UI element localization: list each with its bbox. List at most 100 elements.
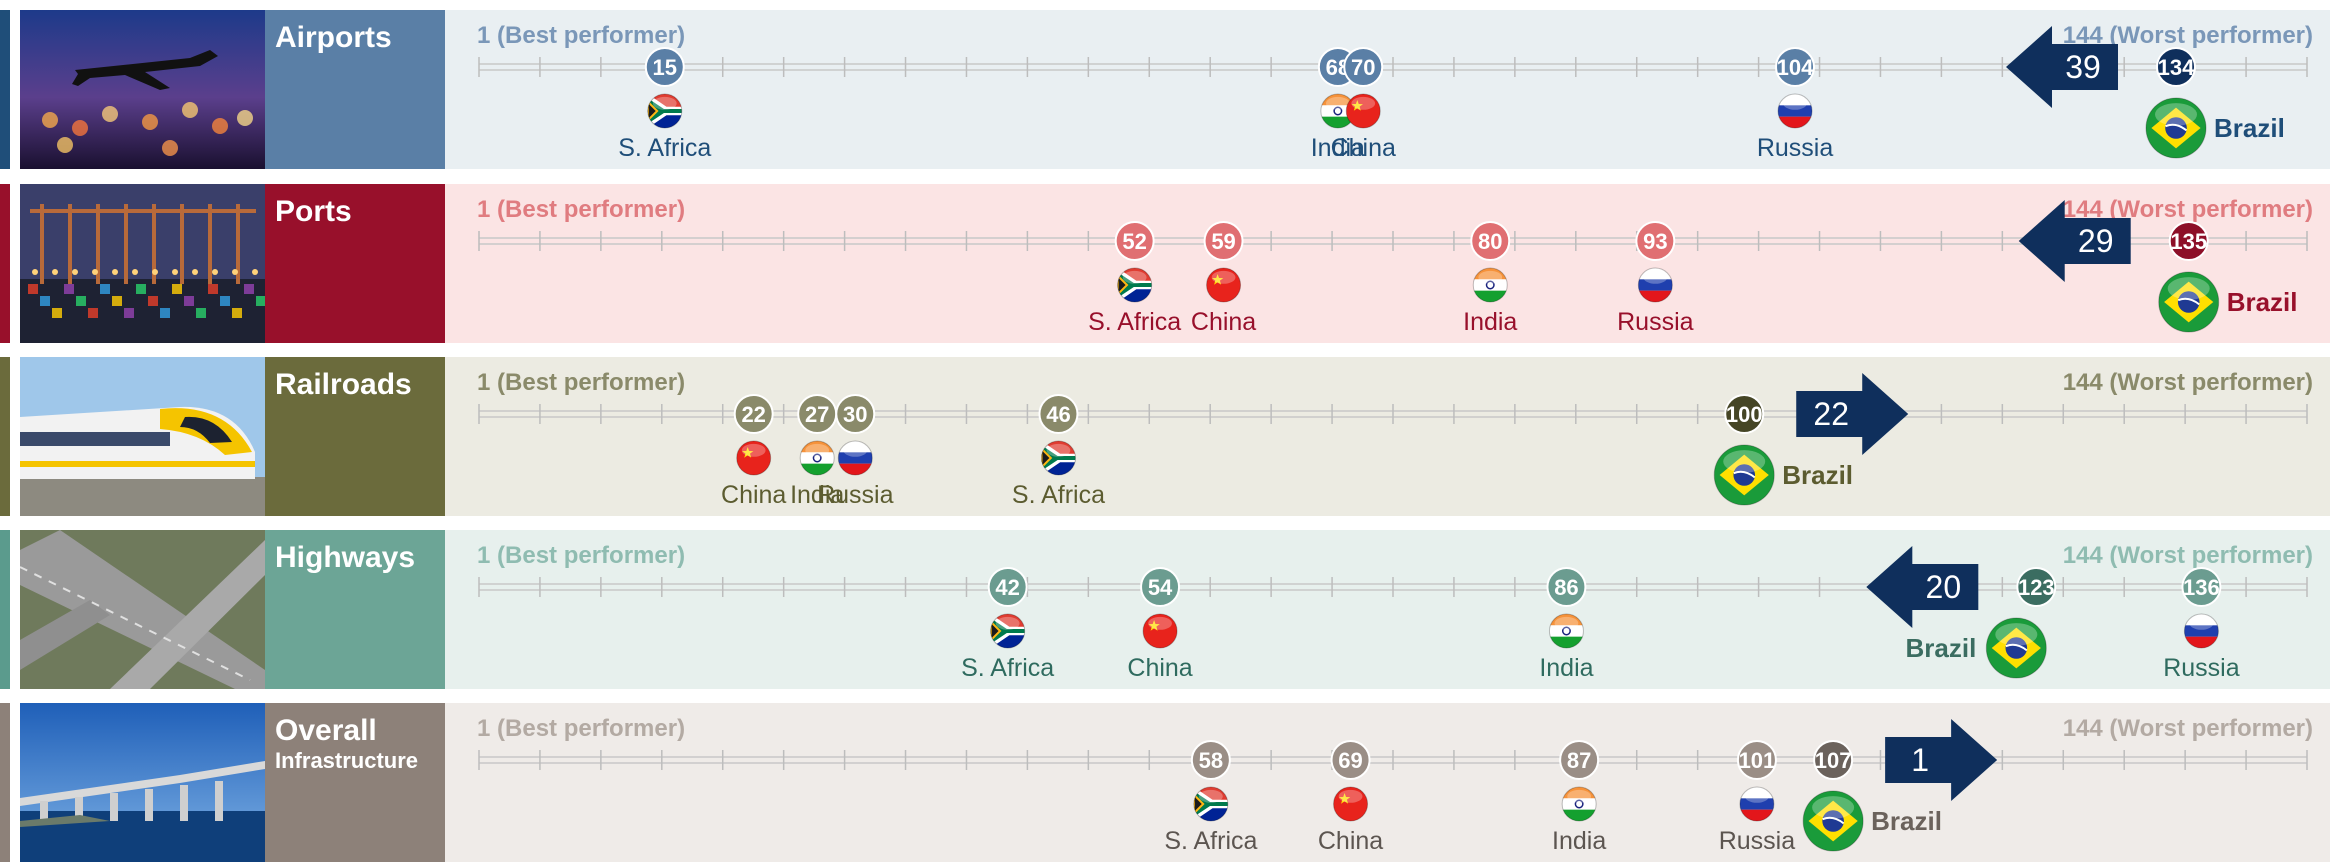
brazil-flag-icon bbox=[2158, 271, 2220, 333]
ranking-panel: 1 (Best performer) 144 (Worst performer) 2… bbox=[445, 357, 2330, 516]
axis-min-label: 1 (Best performer) bbox=[477, 22, 685, 49]
category-title: Overall bbox=[275, 714, 377, 747]
china-flag-icon bbox=[1206, 267, 1242, 303]
russia-flag-icon bbox=[1739, 786, 1775, 822]
rank-bubble-s-africa bbox=[987, 567, 1028, 607]
rank-bubble-russia bbox=[1775, 47, 1816, 87]
s-africa-flag-icon bbox=[1117, 267, 1153, 303]
india-flag-icon bbox=[1561, 786, 1597, 822]
rank-bubble-s-africa bbox=[644, 47, 685, 87]
russia-flag-icon bbox=[2183, 613, 2219, 649]
rank-bubble-india bbox=[1546, 567, 1587, 607]
rank-bubble-brazil bbox=[1724, 394, 1765, 434]
rank-change-value: 1 bbox=[1911, 742, 1929, 778]
country-name-russia: Russia bbox=[817, 481, 894, 509]
rank-bubble-s-africa bbox=[1038, 394, 1079, 434]
rank-change-value: 22 bbox=[1813, 396, 1849, 432]
russia-flag-icon bbox=[837, 440, 873, 476]
rank-bubble-china bbox=[1203, 221, 1244, 261]
india-flag-icon bbox=[1320, 93, 1356, 129]
rank-value-brazil: 123 bbox=[2018, 575, 2055, 600]
rank-value-s-africa: 46 bbox=[1046, 402, 1070, 427]
rank-bubble-brazil bbox=[2168, 221, 2209, 261]
country-name-india: India bbox=[1552, 827, 1606, 855]
india-flag-icon bbox=[1548, 613, 1584, 649]
country-name-russia: Russia bbox=[1617, 308, 1694, 336]
row-accent-bar bbox=[0, 530, 10, 689]
row-photo-port bbox=[20, 184, 265, 343]
country-name-china: China bbox=[1127, 654, 1192, 682]
rank-value-china: 54 bbox=[1148, 575, 1173, 600]
rank-bubble-china bbox=[1343, 47, 1384, 87]
s-africa-flag-icon bbox=[1193, 786, 1229, 822]
rank-bubble-china bbox=[1330, 740, 1371, 780]
india-flag-icon bbox=[799, 440, 835, 476]
rank-value-s-africa: 42 bbox=[995, 575, 1019, 600]
country-name-russia: Russia bbox=[1719, 827, 1796, 855]
row-accent-bar bbox=[0, 357, 10, 516]
ranking-axis-svg: 1 (Best performer)144 (Worst performer)2… bbox=[477, 196, 2313, 336]
ranking-axis-svg: 1 (Best performer)144 (Worst performer)3… bbox=[477, 22, 2313, 162]
row-photo-airport bbox=[20, 10, 265, 169]
row-accent-bar bbox=[0, 703, 10, 862]
rank-value-russia: 93 bbox=[1643, 229, 1667, 254]
rank-bubble-india bbox=[1470, 221, 1511, 261]
s-africa-flag-icon bbox=[1040, 440, 1076, 476]
rank-bubble-brazil bbox=[2016, 567, 2057, 607]
ranking-panel: 1 (Best performer)144 (Worst performer)2… bbox=[445, 184, 2330, 343]
rank-value-brazil: 100 bbox=[1726, 402, 1763, 427]
country-name-india: India bbox=[1311, 134, 1365, 162]
rank-value-china: 59 bbox=[1211, 229, 1235, 254]
rank-change-arrow bbox=[2006, 26, 2119, 108]
rank-change-value: 20 bbox=[1926, 569, 1962, 605]
row-accent-bar bbox=[0, 10, 10, 169]
rank-bubble-china bbox=[1140, 567, 1181, 607]
rank-value-india: 86 bbox=[1554, 575, 1578, 600]
brazil-flag-icon bbox=[1802, 790, 1864, 852]
rank-bubble-russia bbox=[1635, 221, 1676, 261]
country-name-s-africa: S. Africa bbox=[618, 134, 711, 162]
rank-value-s-africa: 58 bbox=[1199, 748, 1223, 773]
china-flag-icon bbox=[736, 440, 772, 476]
axis-max-label: 144 (Worst performer) bbox=[2063, 369, 2313, 396]
axis-min-label: 1 (Best performer) bbox=[477, 542, 685, 569]
row-photo-train bbox=[20, 357, 265, 516]
brazil-flag-icon bbox=[1713, 444, 1775, 506]
brazil-flag-icon bbox=[1985, 617, 2047, 679]
china-flag-icon bbox=[1345, 93, 1381, 129]
country-name-brazil: Brazil bbox=[1782, 460, 1853, 490]
country-name-russia: Russia bbox=[1757, 134, 1834, 162]
country-name-india: India bbox=[1463, 308, 1517, 336]
axis-max-label: 144 (Worst performer) bbox=[2063, 715, 2313, 742]
ranking-panel: 1 (Best performer)144 (Worst performer)2… bbox=[445, 530, 2330, 689]
ranking-panel: 1 (Best performer) 144 (Worst performer) 1… bbox=[445, 703, 2330, 862]
rank-bubble-brazil bbox=[1813, 740, 1854, 780]
country-name-china: China bbox=[721, 481, 786, 509]
row-category-label: Highways bbox=[265, 530, 445, 689]
country-name-brazil: Brazil bbox=[2214, 113, 2285, 143]
row-accent-bar bbox=[0, 184, 10, 343]
row-photo-highway bbox=[20, 530, 265, 689]
country-name-india: India bbox=[1539, 654, 1593, 682]
china-flag-icon bbox=[1333, 786, 1369, 822]
rank-change-arrow bbox=[2018, 200, 2131, 282]
axis-min-label: 1 (Best performer) bbox=[477, 369, 685, 396]
axis-min-label: 1 (Best performer) bbox=[477, 715, 685, 742]
ranking-axis-svg: 1 (Best performer) 144 (Worst performer) 2… bbox=[477, 369, 2313, 509]
rank-bubble-china bbox=[733, 394, 774, 434]
country-name-s-africa: S. Africa bbox=[1012, 481, 1105, 509]
s-africa-flag-icon bbox=[647, 93, 683, 129]
rank-value-brazil: 134 bbox=[2158, 55, 2195, 80]
rank-value-russia: 136 bbox=[2183, 575, 2220, 600]
ranking-row-airports: Airports 1 (Best performer)144 (Worst per… bbox=[0, 10, 2330, 169]
category-title: Airports bbox=[275, 21, 392, 54]
country-name-brazil: Brazil bbox=[1871, 806, 1942, 836]
russia-flag-icon bbox=[1637, 267, 1673, 303]
rank-bubble-russia bbox=[1736, 740, 1777, 780]
rank-value-s-africa: 15 bbox=[653, 55, 677, 80]
category-subtitle: Infrastructure bbox=[275, 748, 419, 773]
